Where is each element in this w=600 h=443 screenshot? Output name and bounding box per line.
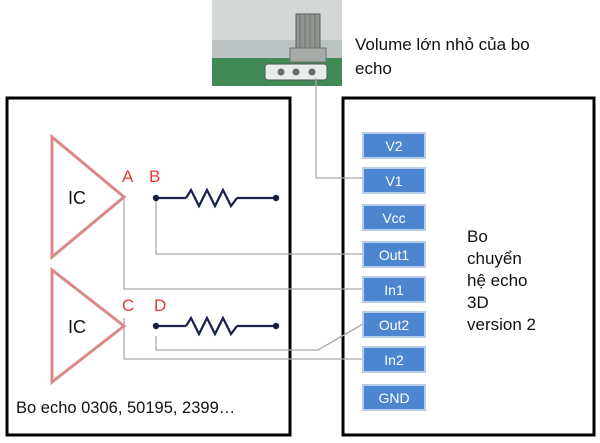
connection-wires [123,78,364,360]
wire-b-out1 [155,198,363,255]
pin-out1 [362,241,426,268]
pin-v1 [362,167,426,194]
node-d-label: D [154,296,166,315]
pin-out2-label: Out2 [379,317,410,333]
left-board-frame [5,96,292,437]
wire-c-in2 [123,318,363,360]
node-a-label: A [122,167,134,186]
pin-in1 [362,276,426,303]
pin-gnd [362,384,426,411]
pin-vcc [362,204,426,231]
pin-in2 [362,346,426,373]
right-board-frame [341,96,596,437]
wire-a-in1 [123,197,363,290]
pot-body [289,47,327,63]
photo-caption-line2: echo [355,59,392,78]
pin-in2-label: In2 [384,352,404,368]
pin-in1-label: In1 [384,282,404,298]
node-b-label: B [149,167,160,186]
pin-gnd-label: GND [378,390,409,406]
right-title-line5: version 2 [467,315,536,334]
left-board-caption: Bo echo 0306, 50195, 2399… [16,399,235,417]
resistor-top-end-dot [272,194,280,202]
photo-wall [212,0,342,40]
ic-top-label: IC [68,188,86,208]
node-d-dot [152,322,160,330]
resistor-bottom-end-dot [272,322,280,330]
right-title-line2: chuyển [467,249,522,268]
pin-column: V2 V1 Vcc Out1 In1 Out2 In2 GND [362,132,426,411]
ic-top-triangle [50,133,127,261]
right-title-line4: 3D [467,293,489,312]
ic-bottom: IC [50,266,127,386]
pin-vcc-label: Vcc [382,210,405,226]
pin-v2 [362,132,426,159]
pin-v1-label: V1 [385,173,402,189]
wire-d-out2 [155,323,364,351]
pin-out1-label: Out1 [379,247,410,263]
right-title-line1: Bo [467,227,488,246]
pin-out2 [362,311,426,338]
wire-pot-v1 [315,78,363,179]
pin-v2-label: V2 [385,138,402,154]
ic-bottom-triangle [50,266,127,386]
photo-caption-line1: Volume lớn nhỏ của bo [355,35,530,54]
ic-bottom-label: IC [68,317,86,337]
potentiometer-photo [212,0,342,86]
right-board-title: Bo chuyển hệ echo 3D version 2 [467,227,536,334]
resistor-bottom [156,315,276,337]
resistor-top [156,187,276,209]
right-title-line3: hệ echo [467,271,528,290]
node-b-dot [152,194,160,202]
ic-top: IC [50,133,127,261]
node-c-label: C [122,296,134,315]
